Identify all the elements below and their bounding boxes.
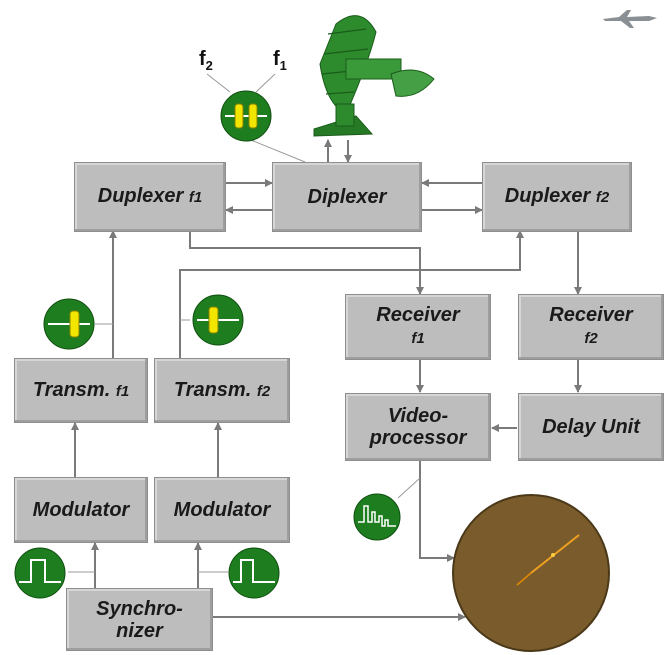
aircraft-icon [603,10,657,28]
transmitter-f1-block: Transm. f1 [14,358,148,423]
duplexer-f1-block: Duplexer f1 [74,162,226,232]
radar-antenna-icon [313,15,435,137]
sync-pulse-delayed-indicator-icon [228,547,280,599]
ppi-display-icon [452,494,610,652]
label-f2: f2 [199,48,213,73]
delay-unit-block: Delay Unit [518,393,664,461]
arrow-duplexer1-to-receiver1 [189,232,424,295]
sync-pulse-indicator-icon [14,547,66,599]
modulator-1-block: Modulator [14,477,148,543]
synchronizer-block: Synchro-nizer [66,588,213,651]
arrow-transm2-to-duplexer2 [179,230,524,358]
transmitter-f2-block: Transm. f2 [154,358,290,423]
duplexer-f2-block: Duplexer f2 [482,162,632,232]
video-signal-indicator-icon [353,493,401,541]
arrow-videoprocessor-to-display [419,461,455,562]
modulator-2-block: Modulator [154,477,290,543]
indicator-pointer-filter [245,137,306,163]
videoprocessor-block: Video-processor [345,393,491,461]
filter-f1-indicator-icon [43,298,95,350]
dual-filter-indicator-icon [220,90,272,142]
label-f1: f1 [273,48,287,73]
f2-leader-line [206,73,231,93]
diplexer-block: Diplexer [272,162,422,232]
indicator-pointer-video [397,477,421,499]
filter-f2-indicator-icon [192,294,244,346]
f1-leader-line [255,73,276,93]
